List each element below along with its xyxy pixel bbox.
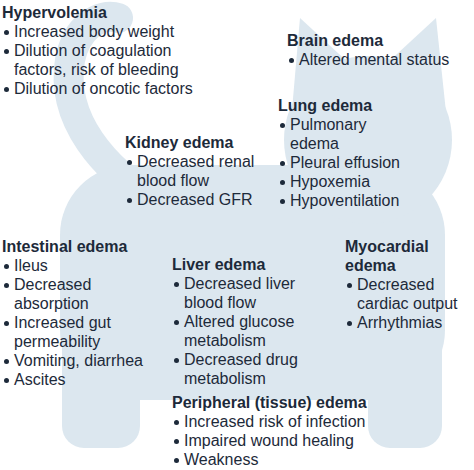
bullet-dot (4, 378, 9, 383)
text-group: Kidney edemaDecreased renal blood flowDe… (125, 133, 264, 209)
bullet-item: Impaired wound healing (172, 431, 472, 450)
bullet-text: Dilution of coagulation factors, risk of… (14, 41, 207, 79)
bullet-item: Pulmonary edema (278, 115, 412, 153)
bullet-dot (347, 283, 352, 288)
bullet-dot (4, 321, 9, 326)
bullet-item: Decreased drug metabolism (172, 350, 312, 388)
bullet-text: Decreased renal blood flow (137, 152, 264, 190)
bullet-text: Decreased liver blood flow (184, 274, 312, 312)
bullet-text: Decreased drug metabolism (184, 350, 312, 388)
bullet-item: Pleural effusion (278, 153, 412, 172)
bullet-text: Pulmonary edema (290, 115, 412, 153)
group-heading: Intestinal edema (2, 237, 151, 256)
text-group: Brain edemaAltered mental status (287, 31, 472, 69)
bullet-item: Weakness (172, 450, 472, 469)
bullet-item: Dilution of oncotic factors (2, 79, 207, 98)
bullet-item: Decreased liver blood flow (172, 274, 312, 312)
bullet-text: Pleural effusion (290, 153, 412, 172)
bullet-dot (127, 160, 132, 165)
bullet-dot (4, 283, 9, 288)
bullet-dot (174, 320, 179, 325)
bullet-text: Impaired wound healing (184, 431, 472, 450)
bullet-dot (4, 264, 9, 269)
bullet-dot (280, 161, 285, 166)
bullet-dot (289, 58, 294, 63)
bullet-text: Altered glucose metabolism (184, 312, 312, 350)
group-heading: Kidney edema (125, 133, 264, 152)
bullet-text: Altered mental status (299, 50, 472, 69)
bullet-item: Increased body weight (2, 22, 207, 41)
bullet-item: Hypoxemia (278, 172, 412, 191)
bullet-text: Increased body weight (14, 22, 207, 41)
bullet-item: Dilution of coagulation factors, risk of… (2, 41, 207, 79)
bullet-dot (4, 359, 9, 364)
text-group: Myocardial edemaDecreased cardiac output… (345, 237, 470, 332)
bullet-item: Arrhythmias (345, 313, 470, 332)
bullet-text: Ileus (14, 256, 151, 275)
bullet-item: Vomiting, diarrhea (2, 351, 151, 370)
bullet-item: Increased risk of infection (172, 412, 472, 431)
group-heading: Myocardial edema (345, 237, 470, 275)
text-group: Lung edemaPulmonary edemaPleural effusio… (278, 96, 412, 210)
text-group: Peripheral (tissue) edemaIncreased risk … (172, 393, 472, 469)
bullet-dot (280, 180, 285, 185)
bullet-dot (174, 439, 179, 444)
bullet-item: Decreased GFR (125, 190, 264, 209)
bullet-dot (280, 199, 285, 204)
bullet-text: Increased risk of infection (184, 412, 472, 431)
group-heading: Lung edema (278, 96, 412, 115)
bullet-text: Hypoxemia (290, 172, 412, 191)
bullet-item: Altered mental status (287, 50, 472, 69)
group-heading: Hypervolemia (2, 3, 207, 22)
group-heading: Brain edema (287, 31, 472, 50)
group-heading: Liver edema (172, 255, 312, 274)
bullet-dot (280, 123, 285, 128)
bullet-text: Ascites (14, 370, 151, 389)
bullet-item: Altered glucose metabolism (172, 312, 312, 350)
bullet-dot (347, 321, 352, 326)
bullet-text: Arrhythmias (357, 313, 470, 332)
text-group: HypervolemiaIncreased body weightDilutio… (2, 3, 207, 98)
bullet-dot (4, 87, 9, 92)
text-group: Liver edemaDecreased liver blood flowAlt… (172, 255, 312, 388)
bullet-item: Decreased cardiac output (345, 275, 470, 313)
bullet-text: Weakness (184, 450, 472, 469)
bullet-text: Increased gut permeability (14, 313, 151, 351)
bullet-dot (174, 358, 179, 363)
bullet-item: Ascites (2, 370, 151, 389)
bullet-item: Increased gut permeability (2, 313, 151, 351)
bullet-dot (127, 198, 132, 203)
bullet-text: Vomiting, diarrhea (14, 351, 151, 370)
bullet-item: Decreased renal blood flow (125, 152, 264, 190)
bullet-item: Ileus (2, 256, 151, 275)
bullet-dot (174, 420, 179, 425)
bullet-text: Decreased GFR (137, 190, 264, 209)
bullet-dot (4, 30, 9, 35)
bullet-dot (4, 49, 9, 54)
bullet-item: Hypoventilation (278, 191, 412, 210)
text-group: Intestinal edemaIleusDecreased absorptio… (2, 237, 151, 389)
bullet-text: Hypoventilation (290, 191, 412, 210)
group-heading: Peripheral (tissue) edema (172, 393, 472, 412)
bullet-text: Decreased absorption (14, 275, 151, 313)
bullet-item: Decreased absorption (2, 275, 151, 313)
bullet-dot (174, 458, 179, 463)
bullet-dot (174, 282, 179, 287)
bullet-text: Decreased cardiac output (357, 275, 470, 313)
bullet-text: Dilution of oncotic factors (14, 79, 207, 98)
